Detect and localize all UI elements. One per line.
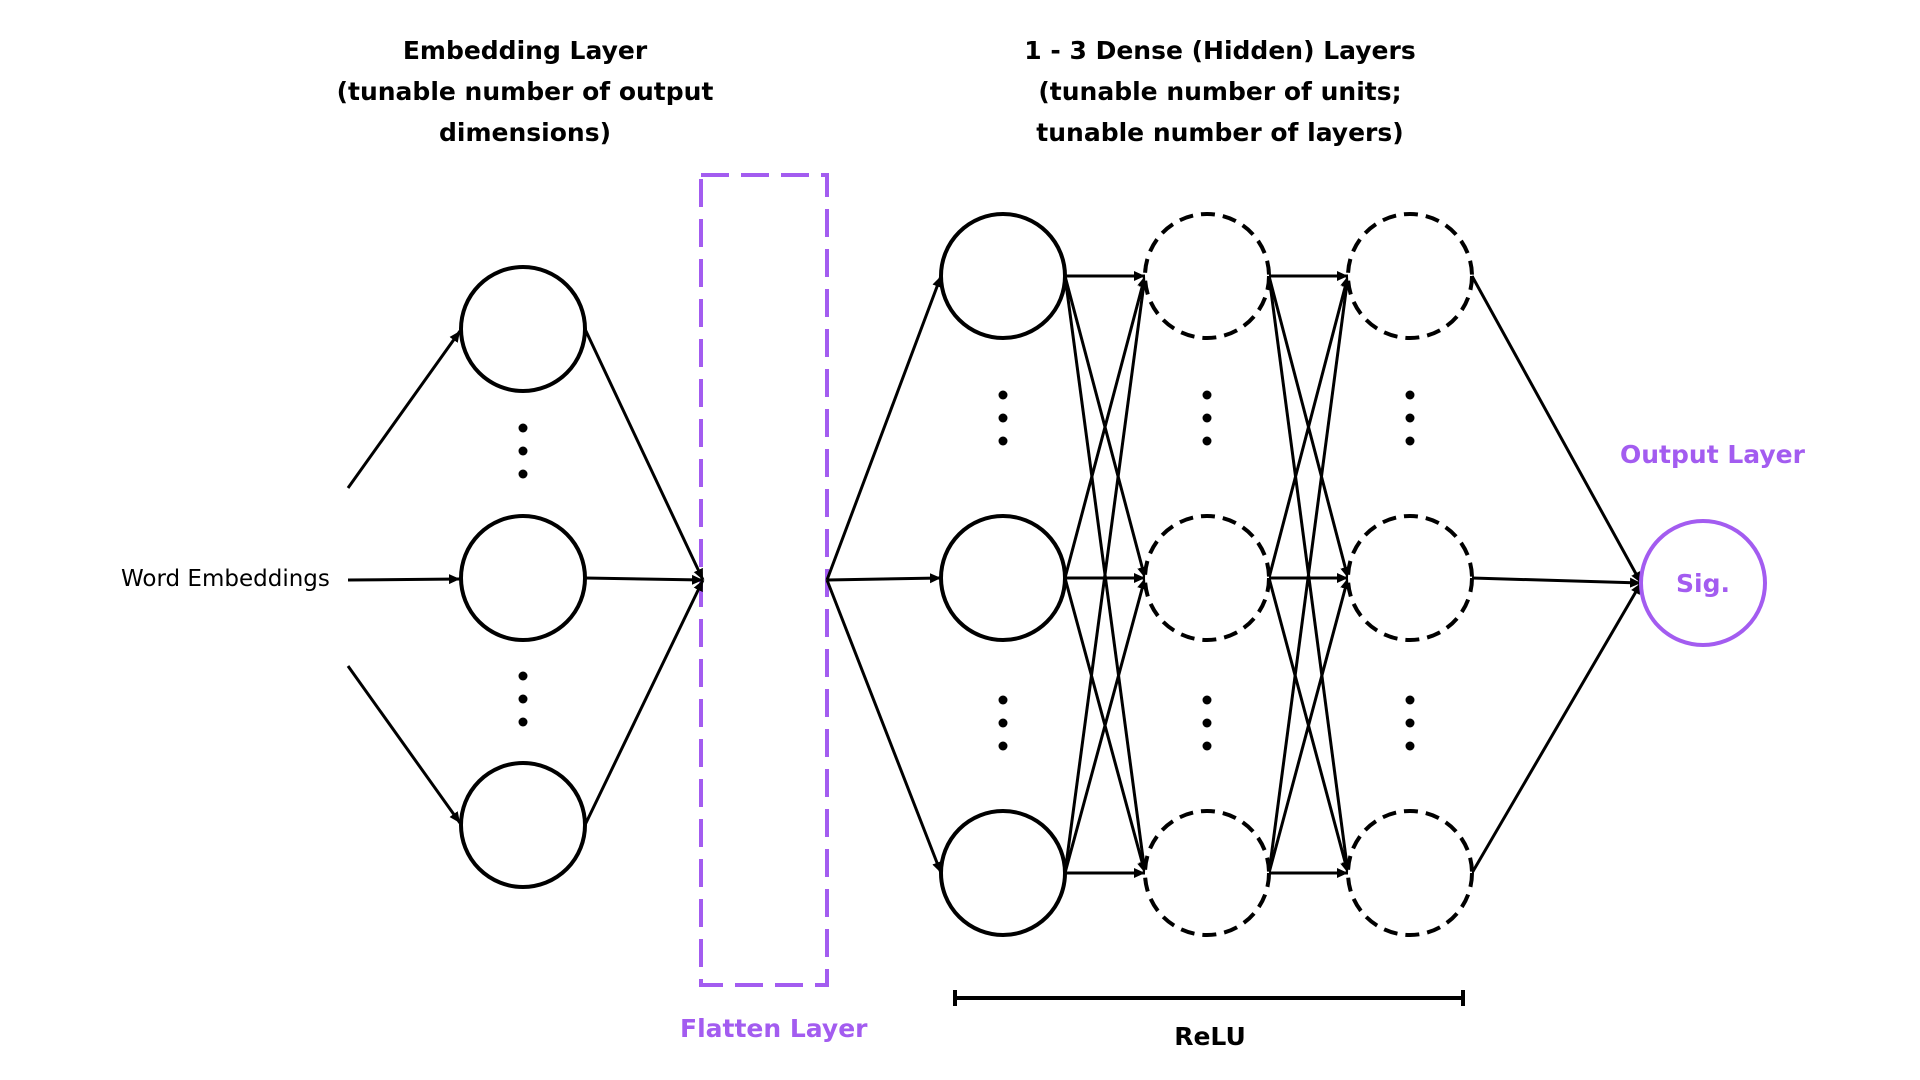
ellipsis-dot xyxy=(518,717,528,727)
ellipsis-dot xyxy=(1202,413,1212,423)
dense-title-line-3: tunable number of layers) xyxy=(1036,118,1404,147)
ellipsis-dot xyxy=(518,671,528,681)
ellipsis-dot xyxy=(1405,718,1415,728)
dense-node-optional xyxy=(1143,212,1271,340)
ellipsis-dot xyxy=(1202,436,1212,446)
input-arrow-top xyxy=(346,330,462,489)
embedding-node xyxy=(459,265,587,393)
ellipsis-dot xyxy=(1405,741,1415,751)
flatten-to-dense-arrow xyxy=(825,275,943,581)
embedding-to-flatten-arrow xyxy=(583,579,705,826)
dense-node-optional xyxy=(1346,514,1474,642)
flatten-to-dense-arrow xyxy=(825,579,943,874)
nodes xyxy=(459,212,1474,937)
output-layer-label: Output Layer xyxy=(1620,440,1805,469)
dense-to-output-arrow xyxy=(1471,576,1642,588)
ellipsis-dot xyxy=(1405,436,1415,446)
embedding-node xyxy=(459,514,587,642)
dense-to-output-arrow xyxy=(1470,275,1643,584)
flatten-layer-box xyxy=(699,173,829,987)
dense-to-dense-arrow xyxy=(1267,275,1351,579)
ellipsis-dot xyxy=(998,436,1008,446)
ellipsis-dot xyxy=(998,413,1008,423)
dense-to-dense-arrow xyxy=(1063,275,1149,874)
activation-label: ReLU xyxy=(1174,1022,1246,1051)
output-node-label: Sig. xyxy=(1676,569,1730,598)
embedding-title-line-3: dimensions) xyxy=(439,118,611,147)
embedding-to-flatten-arrow xyxy=(584,574,704,585)
dense-layers-title: 1 - 3 Dense (Hidden) Layers (tunable num… xyxy=(960,30,1480,153)
dense-to-dense-arrow xyxy=(1267,577,1350,874)
dense-node xyxy=(939,514,1067,642)
ellipsis-dot xyxy=(1202,390,1212,400)
dense-to-dense-arrow xyxy=(1063,275,1148,579)
input-label: Word Embeddings xyxy=(121,566,330,592)
dense-node-optional xyxy=(1143,514,1271,642)
connections xyxy=(346,271,1643,878)
embedding-layer-title: Embedding Layer (tunable number of outpu… xyxy=(300,30,750,153)
dense-node xyxy=(939,809,1067,937)
input-arrow-bottom xyxy=(346,665,462,824)
output-node xyxy=(1639,519,1767,647)
dense-to-dense-arrow xyxy=(1063,577,1147,874)
dense-node xyxy=(939,212,1067,340)
ellipsis-dot xyxy=(1202,741,1212,751)
ellipsis-dot xyxy=(518,694,528,704)
flatten-to-dense-arrow xyxy=(826,573,942,584)
dense-title-line-1: 1 - 3 Dense (Hidden) Layers xyxy=(1024,36,1416,65)
embedding-title-line-1: Embedding Layer xyxy=(402,36,648,65)
embedding-node xyxy=(459,761,587,889)
ellipsis-dot xyxy=(518,423,528,433)
ellipsis-dot xyxy=(998,695,1008,705)
dense-node-optional xyxy=(1346,809,1474,937)
ellipsis-dot xyxy=(998,718,1008,728)
ellipsis-dot xyxy=(518,446,528,456)
dense-node-optional xyxy=(1346,212,1474,340)
input-arrow-middle xyxy=(347,574,461,585)
flatten-layer-label: Flatten Layer xyxy=(680,1014,868,1043)
ellipsis-dot xyxy=(518,469,528,479)
ellipsis-dot xyxy=(1202,695,1212,705)
relu-bracket xyxy=(953,990,1465,1006)
ellipsis-dot xyxy=(1405,413,1415,423)
embedding-title-line-2: (tunable number of output xyxy=(336,77,714,106)
embedding-to-flatten-arrow xyxy=(583,328,705,581)
dense-to-output-arrow xyxy=(1470,582,1643,874)
ellipsis-dots xyxy=(518,390,1415,751)
dense-node-optional xyxy=(1143,809,1271,937)
dense-to-dense-arrow xyxy=(1267,275,1352,874)
dense-title-line-2: (tunable number of units; xyxy=(1038,77,1402,106)
ellipsis-dot xyxy=(1405,390,1415,400)
ellipsis-dot xyxy=(998,741,1008,751)
ellipsis-dot xyxy=(998,390,1008,400)
ellipsis-dot xyxy=(1405,695,1415,705)
ellipsis-dot xyxy=(1202,718,1212,728)
